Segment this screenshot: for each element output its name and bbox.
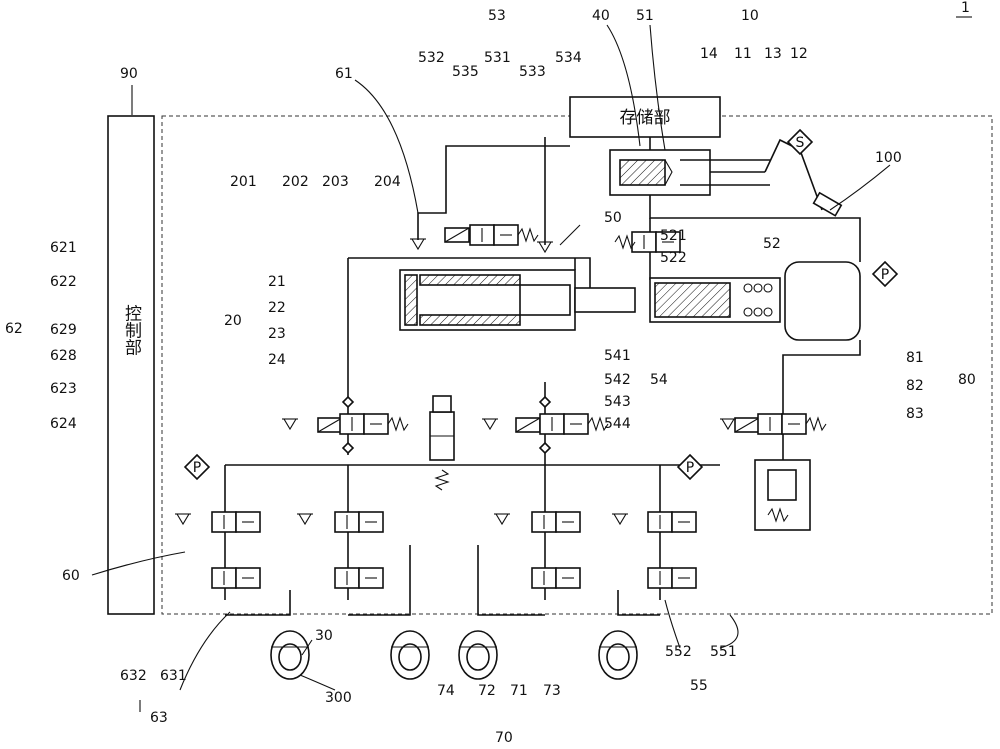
ref-51: 51 bbox=[636, 8, 654, 24]
ref-61: 61 bbox=[335, 66, 353, 82]
ref-532: 532 bbox=[418, 50, 445, 66]
ref-621: 621 bbox=[50, 240, 77, 256]
ref-81: 81 bbox=[906, 350, 924, 366]
ref-54: 54 bbox=[650, 372, 668, 388]
ref-201: 201 bbox=[230, 174, 257, 190]
ref-30: 30 bbox=[315, 628, 333, 644]
outlet-valve-1 bbox=[212, 568, 260, 588]
ref-82: 82 bbox=[906, 378, 924, 394]
ref-204: 204 bbox=[374, 174, 401, 190]
leader-lines bbox=[92, 25, 890, 712]
ref-73: 73 bbox=[543, 683, 561, 699]
ref-631: 631 bbox=[160, 668, 187, 684]
ref-632: 632 bbox=[120, 668, 147, 684]
ref-203: 203 bbox=[322, 174, 349, 190]
valve-54 bbox=[540, 414, 588, 434]
ref-63: 63 bbox=[150, 710, 168, 726]
master-cylinder bbox=[610, 150, 770, 195]
wheel-cylinder-4 bbox=[599, 631, 637, 679]
ref-13: 13 bbox=[764, 46, 782, 62]
ref-70: 70 bbox=[495, 730, 513, 746]
ref-60: 60 bbox=[62, 568, 80, 584]
wheel-cylinder-2 bbox=[391, 631, 429, 679]
inlet-valve-3 bbox=[532, 512, 580, 532]
ref-544: 544 bbox=[604, 416, 631, 432]
outlet-valve-3 bbox=[532, 568, 580, 588]
ref-534: 534 bbox=[555, 50, 582, 66]
ref-11: 11 bbox=[734, 46, 752, 62]
ref-53: 53 bbox=[488, 8, 506, 24]
ref-62: 62 bbox=[5, 321, 23, 337]
wheel-cylinder-3 bbox=[459, 631, 497, 679]
ref-72: 72 bbox=[478, 683, 496, 699]
ref-74: 74 bbox=[437, 683, 455, 699]
ref-23: 23 bbox=[268, 326, 286, 342]
ref-202: 202 bbox=[282, 174, 309, 190]
ref-623: 623 bbox=[50, 381, 77, 397]
outlet-valve-2 bbox=[335, 568, 383, 588]
pressure-sensor-top-letter: P bbox=[881, 267, 889, 283]
ref-533: 533 bbox=[519, 64, 546, 80]
valve-82 bbox=[758, 414, 806, 434]
wheel-cylinder-1 bbox=[271, 631, 309, 679]
ref-12: 12 bbox=[790, 46, 808, 62]
ref-628: 628 bbox=[50, 348, 77, 364]
ref-300: 300 bbox=[325, 690, 352, 706]
ref-55: 55 bbox=[690, 678, 708, 694]
ref-10: 10 bbox=[741, 8, 759, 24]
ref-535: 535 bbox=[452, 64, 479, 80]
ref-40: 40 bbox=[592, 8, 610, 24]
valve-70 bbox=[430, 396, 454, 490]
ref-629: 629 bbox=[50, 322, 77, 338]
ref-14: 14 bbox=[700, 46, 718, 62]
ref-90: 90 bbox=[120, 66, 138, 82]
ref-622: 622 bbox=[50, 274, 77, 290]
ref-543: 543 bbox=[604, 394, 631, 410]
pressure-sensor-left-letter: P bbox=[193, 460, 201, 476]
ref-71: 71 bbox=[510, 683, 528, 699]
simulator-83 bbox=[755, 460, 810, 530]
control-unit bbox=[108, 116, 154, 614]
ref-24: 24 bbox=[268, 352, 286, 368]
ref-624: 624 bbox=[50, 416, 77, 432]
control-unit-label: 控制部 bbox=[121, 304, 142, 355]
ref-552: 552 bbox=[665, 644, 692, 660]
ref-100: 100 bbox=[875, 150, 902, 166]
pressure-sensor-right-letter: P bbox=[686, 460, 694, 476]
ref-50: 50 bbox=[604, 210, 622, 226]
ref-22: 22 bbox=[268, 300, 286, 316]
ref-20: 20 bbox=[224, 313, 242, 329]
ref-1: 1 bbox=[961, 0, 970, 16]
storage-unit-label: 存储部 bbox=[620, 108, 671, 128]
ref-551: 551 bbox=[710, 644, 737, 660]
ref-522: 522 bbox=[660, 250, 687, 266]
inlet-valve-2 bbox=[335, 512, 383, 532]
inlet-valve-4 bbox=[648, 512, 696, 532]
valve-62 bbox=[340, 414, 388, 434]
brake-pedal: S bbox=[765, 130, 841, 216]
ref-52: 52 bbox=[763, 236, 781, 252]
ref-80: 80 bbox=[958, 372, 976, 388]
ref-21: 21 bbox=[268, 274, 286, 290]
ref-531: 531 bbox=[484, 50, 511, 66]
pedal-sensor-letter: S bbox=[796, 135, 805, 151]
outlet-valve-4 bbox=[648, 568, 696, 588]
pressure-supply-cylinder bbox=[400, 262, 860, 340]
valve-53 bbox=[470, 225, 518, 245]
ref-541: 541 bbox=[604, 348, 631, 364]
inlet-valve-1 bbox=[212, 512, 260, 532]
ref-542: 542 bbox=[604, 372, 631, 388]
motor bbox=[785, 262, 860, 340]
ref-83: 83 bbox=[906, 406, 924, 422]
ref-521: 521 bbox=[660, 228, 687, 244]
system-boundary bbox=[162, 116, 992, 614]
